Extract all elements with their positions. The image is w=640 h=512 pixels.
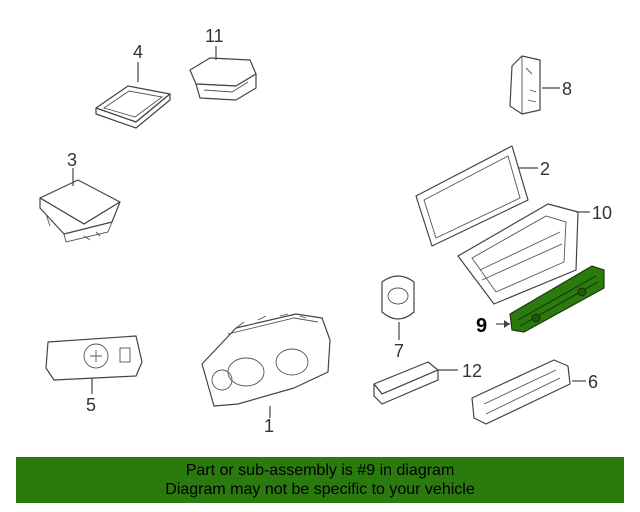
part-5-light-switch[interactable]	[45, 335, 143, 394]
callout-5[interactable]: 5	[86, 395, 96, 415]
callout-11[interactable]: 11	[205, 26, 224, 46]
part-12-module[interactable]	[373, 361, 458, 405]
callout-4[interactable]: 4	[133, 42, 143, 62]
callout-8[interactable]: 8	[562, 79, 572, 99]
part-1-instrument-cluster[interactable]	[201, 313, 331, 418]
banner-line-2: Diagram may not be specific to your vehi…	[165, 481, 475, 498]
callout-12[interactable]: 12	[462, 361, 482, 381]
banner-line-1: Part or sub-assembly is #9 in diagram	[185, 462, 455, 479]
callout-3[interactable]: 3	[67, 150, 77, 170]
part-9-climate-control[interactable]	[496, 265, 605, 333]
callout-6[interactable]: 6	[588, 372, 598, 392]
part-2-display[interactable]	[415, 145, 538, 247]
part-10-trim-panel[interactable]	[457, 203, 590, 305]
callout-10[interactable]: 10	[592, 203, 612, 223]
part-6-bracket[interactable]	[471, 359, 586, 425]
parts-diagram: 4 11 8 3 2 10	[39, 26, 612, 436]
part-3-module[interactable]	[39, 168, 121, 243]
callout-7[interactable]: 7	[394, 341, 404, 361]
info-banner: Part or sub-assembly is #9 in diagram Di…	[16, 457, 624, 503]
callout-1[interactable]: 1	[264, 416, 274, 436]
part-8-bracket[interactable]	[509, 55, 560, 115]
part-4-tray[interactable]	[95, 62, 171, 129]
part-11-switch[interactable]	[189, 46, 257, 101]
callout-9[interactable]: 9	[476, 315, 487, 337]
part-7-knob[interactable]	[381, 275, 415, 340]
callout-2[interactable]: 2	[540, 159, 550, 179]
